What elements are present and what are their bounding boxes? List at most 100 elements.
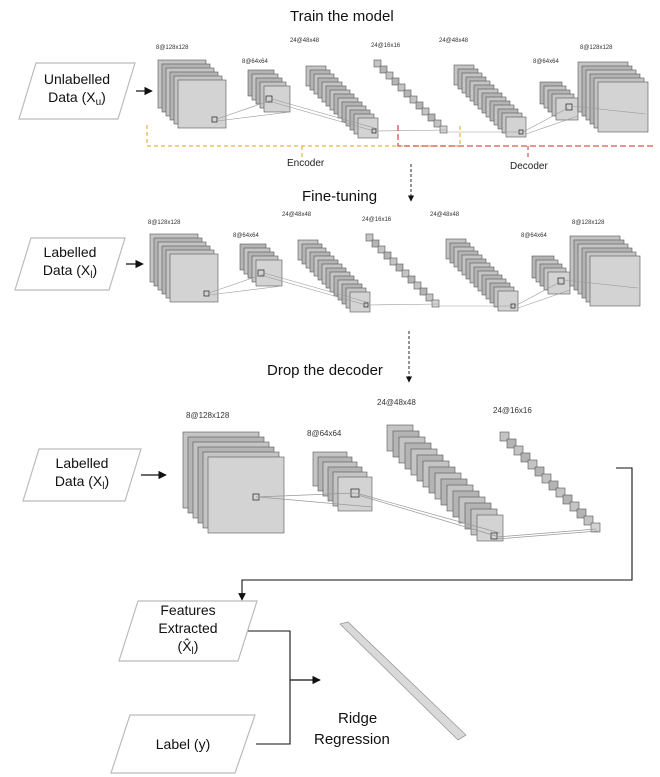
- labelled-close: ): [92, 262, 98, 278]
- row2-dim-5: 24@48x48: [430, 212, 460, 218]
- unlabelled-line2: Data (X: [48, 89, 96, 105]
- row2-layer-6: [531, 255, 571, 295]
- row1-guide-1b: [216, 111, 291, 122]
- ridge-regression-bar: [339, 621, 467, 741]
- row1-layer-6: [539, 81, 579, 121]
- row3-guide-2b: [355, 492, 501, 534]
- row2-layer-1-kernel: [203, 290, 210, 297]
- row3-layer-3-kernel: [490, 532, 498, 540]
- row2-dim-1: 8@128x128: [148, 220, 181, 226]
- row3-guide-1b: [258, 496, 373, 508]
- row1-guide-6a: [570, 105, 647, 115]
- row1-guide-1a: [216, 99, 273, 120]
- row1-layer-2: [247, 69, 291, 113]
- row1-guide-5a: [522, 107, 569, 133]
- row2-layer-3: [297, 239, 371, 313]
- row2-guide-2b: [263, 272, 371, 304]
- row1-guide-2b: [271, 98, 379, 130]
- row2-guide-5a: [514, 281, 561, 307]
- labelled-subscript: l: [90, 270, 93, 281]
- row2-guide-3a: [367, 303, 439, 306]
- row1-layer-1: [157, 59, 227, 129]
- row2-guide-5b: [517, 289, 571, 309]
- row1-dim-5: 24@48x48: [439, 38, 469, 44]
- row2-dim-7: 8@128x128: [572, 220, 605, 226]
- row2-dim-3: 24@48x48: [282, 212, 312, 218]
- labelled-data-input: Labelled Data (Xl): [14, 237, 126, 291]
- row2-dim-6: 8@64x64: [521, 233, 547, 239]
- connector-lines: [126, 86, 655, 745]
- decoder-label: Decoder: [510, 161, 548, 172]
- labelled-data-final-input: Labelled Data (Xl): [22, 448, 142, 502]
- unlabelled-subscript: u: [95, 97, 102, 108]
- row1-dim-6: 8@64x64: [533, 59, 559, 65]
- row1-guide-5b: [525, 115, 579, 135]
- regression-label: Regression: [314, 731, 390, 748]
- row3-dim-4: 24@16x16: [493, 406, 532, 415]
- row3-guide-2a: [357, 494, 497, 537]
- labelled-final-line2: Data (X: [54, 473, 103, 489]
- row1-guide-2a: [271, 101, 375, 132]
- row2-dim-4: 24@16x16: [362, 217, 392, 223]
- features-subscript: l: [191, 646, 194, 657]
- row3-layer-2: [312, 451, 373, 512]
- row3-layer-3: [386, 424, 504, 542]
- ridge-label: Ridge: [338, 710, 378, 727]
- row2-layer-5: [445, 238, 519, 312]
- row3-guide-3a: [496, 528, 597, 538]
- row2-layer-7: [569, 235, 641, 307]
- row2-layer-2: [239, 243, 283, 287]
- drop-decoder-title: Drop the decoder: [267, 362, 383, 379]
- row1-layer-4: [373, 59, 448, 134]
- row1-dim-4: 24@16x16: [371, 43, 401, 49]
- row3-guide-3b: [496, 530, 599, 540]
- row2-layer-6-kernel: [557, 277, 565, 285]
- row2-guide-2a: [263, 275, 367, 306]
- labelled-line2: Data (X: [42, 262, 91, 278]
- encoder-output-path: [238, 467, 633, 601]
- features-line3: (X̂: [177, 638, 192, 654]
- row1-dim-7: 8@128x128: [580, 45, 613, 51]
- row1-layer-3: [305, 65, 379, 139]
- row2-guide-1a: [208, 273, 265, 294]
- train-title: Train the model: [290, 8, 394, 25]
- label-y-text: Label (y): [155, 736, 211, 752]
- row1-layer-7: [577, 61, 649, 133]
- features-extracted-box: Features Extracted (X̂l): [118, 600, 258, 662]
- labelled-final-line1: Labelled: [55, 455, 109, 471]
- row3-layer-4: [499, 431, 601, 533]
- row3-dim-1: 8@128x128: [186, 411, 230, 420]
- row1-dim-3: 24@48x48: [290, 38, 320, 44]
- decoder-brace: [397, 125, 655, 147]
- row3-dim-3: 24@48x48: [377, 398, 416, 407]
- features-join: [246, 630, 291, 745]
- row2-guide-1b: [208, 285, 283, 296]
- unlabelled-close: ): [101, 89, 106, 105]
- row1-dim-1: 8@128x128: [156, 45, 189, 51]
- row2-layer-4: [365, 233, 440, 308]
- row3-guide-1a: [255, 492, 356, 498]
- features-line1: Features: [160, 602, 216, 618]
- labelled-final-close: ): [104, 473, 110, 489]
- label-y-box: Label (y): [110, 714, 256, 774]
- features-line2: Extracted: [158, 620, 218, 636]
- row3-dim-2: 8@64x64: [307, 429, 342, 438]
- labelled-final-subscript: l: [102, 481, 105, 492]
- layer-stacks: [149, 59, 649, 542]
- encoder-label: Encoder: [287, 158, 325, 169]
- row1-guide-3a: [375, 129, 447, 132]
- unlabelled-data-input: Unlabelled Data (Xu): [18, 62, 136, 120]
- row1-layer-6-kernel: [565, 103, 573, 111]
- row2-layer-1: [149, 233, 219, 303]
- features-close: ): [193, 638, 199, 654]
- row1-layer-1-kernel: [211, 116, 218, 123]
- row2-guide-6a: [562, 279, 639, 289]
- row1-layer-5: [453, 64, 527, 138]
- finetune-title: Fine-tuning: [302, 188, 378, 205]
- row3-layer-1: [182, 431, 285, 534]
- labelled-line1: Labelled: [43, 244, 97, 260]
- row2-dim-2: 8@64x64: [233, 233, 259, 239]
- row1-dim-2: 8@64x64: [242, 59, 268, 65]
- encoder-brace: [146, 125, 461, 147]
